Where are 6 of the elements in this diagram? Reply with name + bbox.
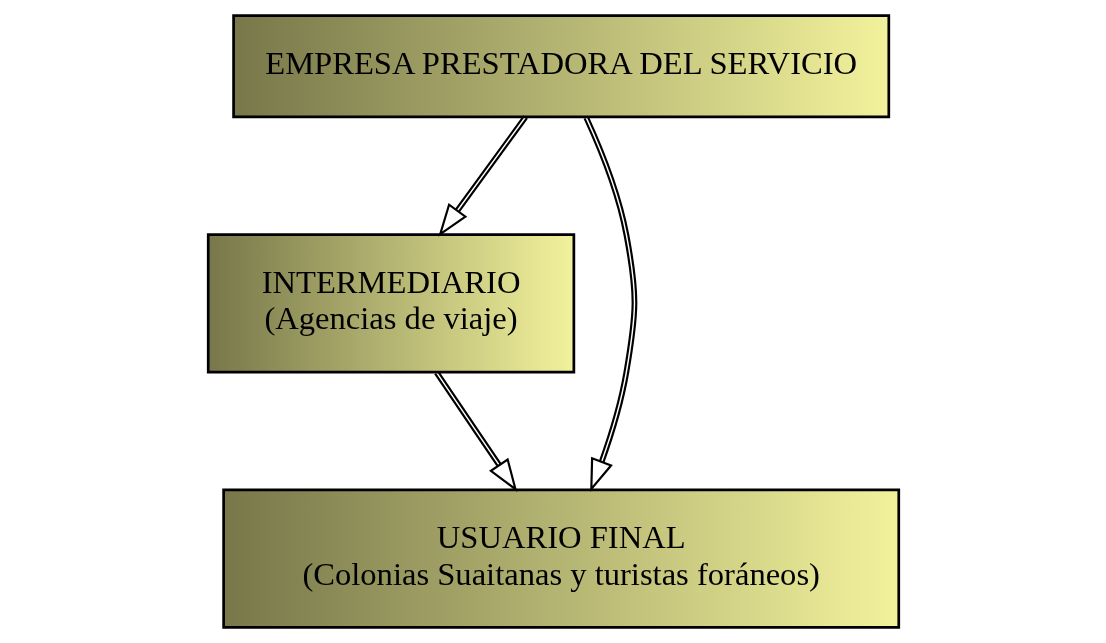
arrow <box>437 115 528 237</box>
node-box: EMPRESA PRESTADORA DEL SERVICIO <box>231 14 890 119</box>
arrow <box>433 371 517 492</box>
arrow <box>583 116 637 493</box>
node-box: USUARIO FINAL (Colonias Suaitanas y turistas foráneos) <box>221 488 900 629</box>
node-box: INTERMEDIARIO (Agencias de viaje) <box>206 233 575 374</box>
